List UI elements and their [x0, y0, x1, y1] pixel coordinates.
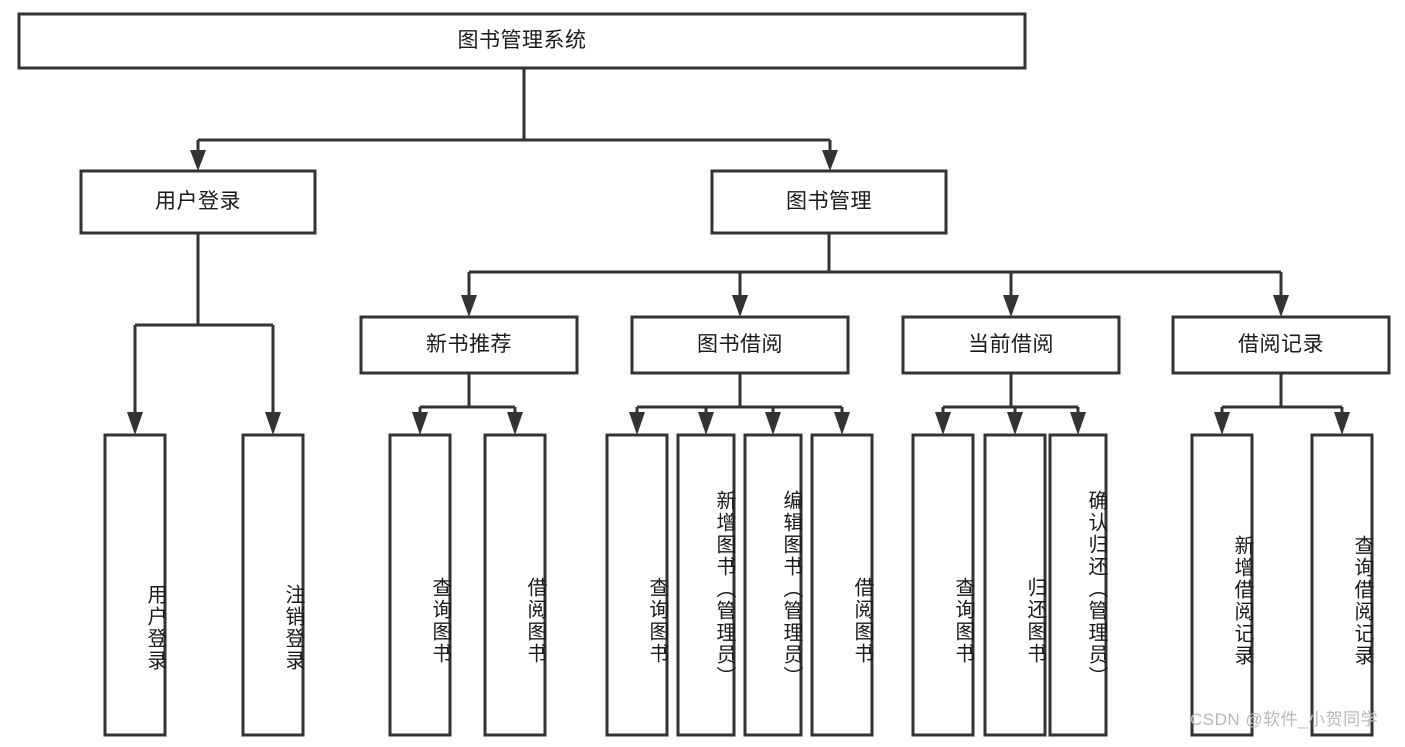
node-box-root[interactable] [17, 12, 1027, 70]
connector-book-management-to-level3 [461, 233, 1289, 317]
node-box-leaf-edit-book-admin[interactable] [743, 433, 803, 737]
node-box-leaf-query-book-borrow[interactable] [605, 433, 669, 737]
node-box-borrow-record[interactable] [1171, 315, 1391, 375]
node-box-leaf-return-book[interactable] [983, 433, 1047, 737]
node-box-leaf-confirm-return-admin[interactable] [1048, 433, 1108, 737]
node-box-leaf-add-book-admin[interactable] [676, 433, 736, 737]
node-box-user-login[interactable] [79, 169, 317, 235]
node-box-book-borrow[interactable] [630, 315, 850, 375]
node-box-leaf-query-book-current[interactable] [911, 433, 975, 737]
csdn-watermark: CSDN @软件_小贺同学 [1190, 710, 1379, 729]
node-box-leaf-query-borrow-record[interactable] [1310, 433, 1374, 737]
connector-new-book-recommend-to-leaves [412, 373, 523, 435]
node-box-current-borrow[interactable] [901, 315, 1121, 375]
connector-book-borrow-to-leaves [629, 373, 850, 435]
node-box-book-management[interactable] [710, 169, 948, 235]
node-box-leaf-query-book-rec[interactable] [388, 433, 452, 737]
node-box-leaf-user-login[interactable] [103, 433, 167, 737]
node-box-leaf-add-borrow-record[interactable] [1190, 433, 1254, 737]
node-box-new-book-recommend[interactable] [359, 315, 579, 375]
connector-borrow-record-to-leaves [1214, 373, 1350, 435]
connector-user-login-to-leaves [127, 233, 281, 435]
node-box-leaf-logout[interactable] [241, 433, 305, 737]
node-box-leaf-borrow-book[interactable] [810, 433, 874, 737]
node-box-leaf-borrow-book-rec[interactable] [483, 433, 547, 737]
connector-current-borrow-to-leaves [935, 373, 1086, 435]
connector-root-to-level2 [190, 68, 838, 171]
